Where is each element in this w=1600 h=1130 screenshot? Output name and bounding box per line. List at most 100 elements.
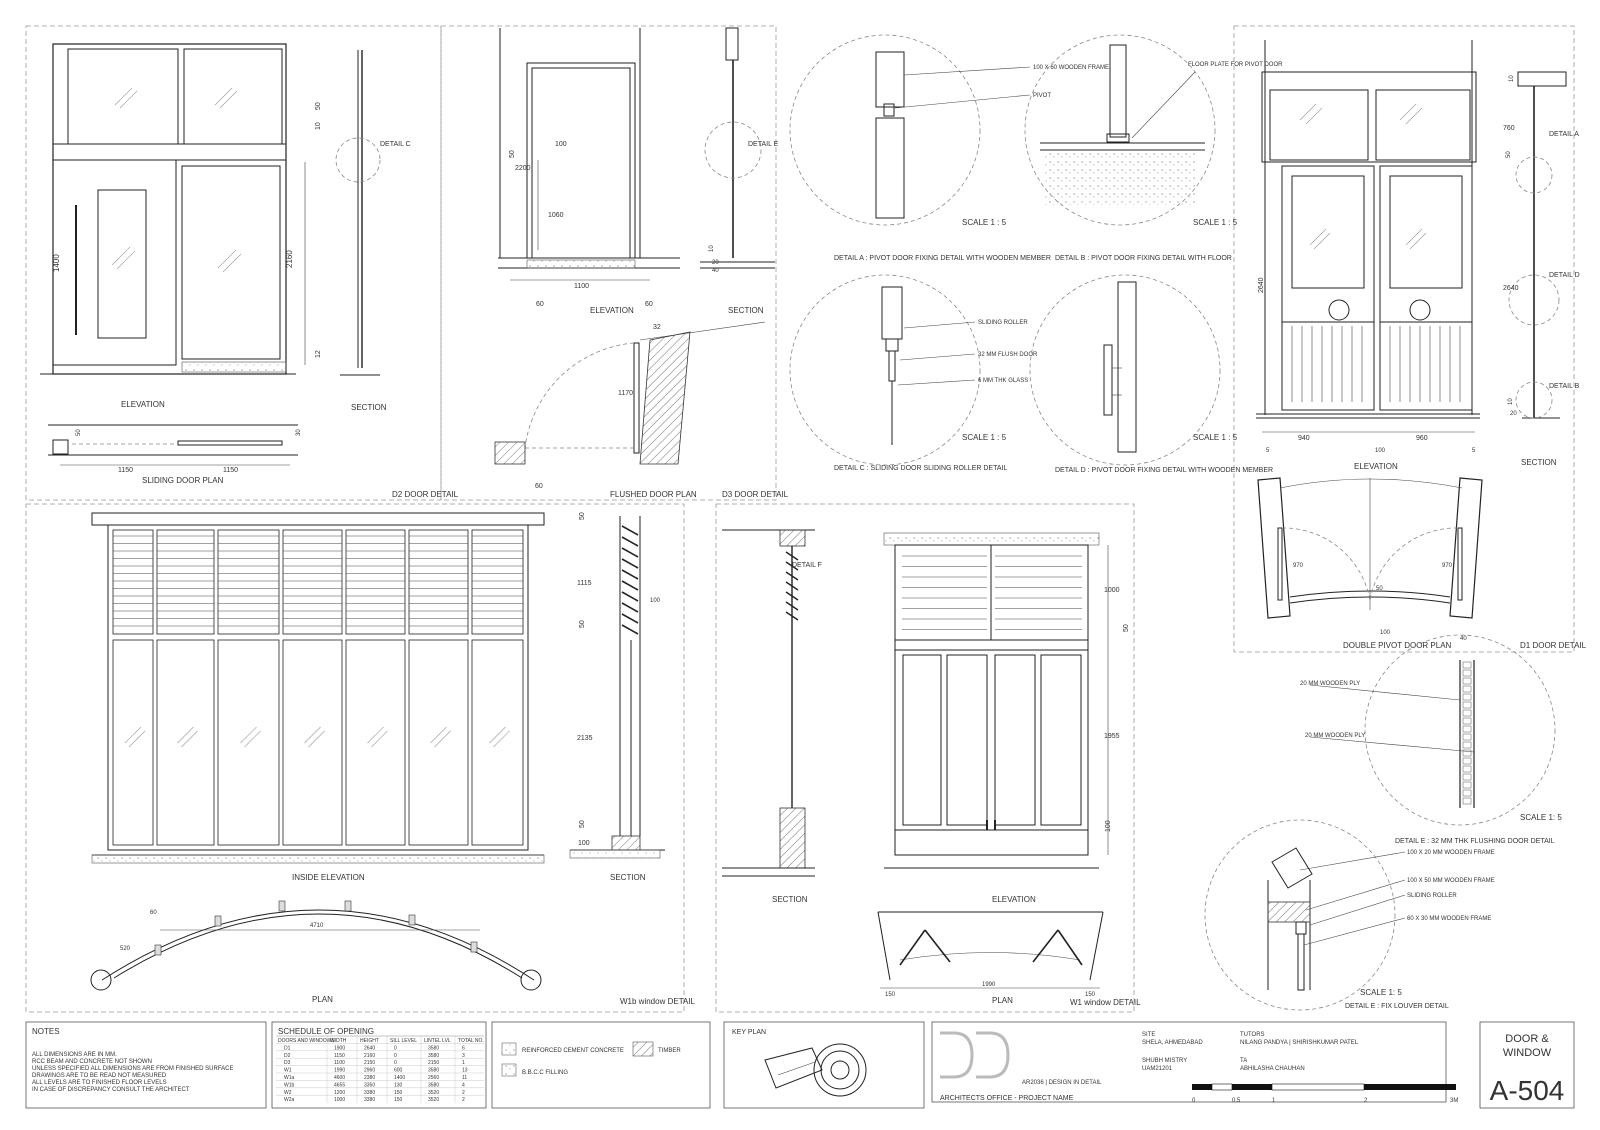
d2-dim-30: 30: [296, 429, 302, 436]
w1b-section-louver: [621, 602, 639, 613]
d3-section-drawing: [700, 27, 775, 269]
d2-panel-title: D2 DOOR DETAIL: [392, 490, 459, 499]
d1-plan-dim-970a: 970: [1293, 563, 1304, 569]
w1b-section-louver: [621, 591, 639, 602]
schedule-cell: 0: [394, 1053, 397, 1059]
notes-line-6: IN CASE OF DISCREPANCY CONSULT THE ARCHI…: [32, 1087, 190, 1093]
d1-plan-label: DOUBLE PIVOT DOOR PLAN: [1343, 641, 1452, 650]
w1b-section-louver: [621, 558, 639, 569]
schedule-cell: 11: [462, 1075, 467, 1081]
w1-plan-dim-150b: 150: [1085, 992, 1096, 998]
schedule-cell: 150: [394, 1090, 403, 1096]
w1b-louver-panel: [345, 529, 406, 635]
w1-dim-1955: 1955: [1104, 733, 1120, 740]
w1b-glass-mark: [177, 726, 194, 744]
w1b-glass-panel: [282, 639, 343, 846]
detail-a-note-pivot: PIVOT: [1033, 93, 1051, 99]
schedule-cell: 3: [462, 1053, 465, 1059]
w1b-glass-mark: [367, 726, 384, 744]
schedule-header-cell: DOORS AND WINDOWS: [278, 1038, 335, 1044]
schedule-cell: 3520: [428, 1097, 439, 1103]
notes-line-1: ALL DIMENSIONS ARE IN MM.: [32, 1052, 117, 1058]
w1b-elevation-drawing: [91, 512, 545, 864]
d3-elevation-label: ELEVATION: [590, 306, 634, 315]
schedule-cell: 2560: [428, 1075, 439, 1081]
schedule-cell: 4: [462, 1082, 465, 1088]
schedule-cell: 2150: [428, 1060, 439, 1066]
d3-dim-60a: 60: [536, 301, 544, 308]
detail-c-title: DETAIL C : SLIDING DOOR SLIDING ROLLER D…: [834, 465, 1007, 472]
w1b-dim-100: 100: [578, 840, 590, 847]
w1b-glass-panel: [345, 639, 406, 846]
d3-plan-label: FLUSHED DOOR PLAN: [610, 490, 697, 499]
schedule-cell: 3350: [364, 1082, 375, 1088]
d2-dim-50b: 50: [76, 429, 82, 436]
flush-core-block: [1462, 701, 1472, 709]
legend-timber: TIMBER: [658, 1048, 681, 1054]
w1b-louver-panel: [112, 529, 154, 635]
d1-plan-dim-50: 50: [1376, 586, 1383, 592]
schedule-cell: 1150: [334, 1053, 345, 1059]
w1b-dim-2135: 2135: [577, 735, 593, 742]
schedule-cell: 2640: [364, 1045, 375, 1051]
d1-dim-2640a: 2640: [1258, 277, 1265, 293]
schedule-cell: 150: [394, 1097, 403, 1103]
d2-dim-1400: 1400: [52, 254, 61, 272]
d1-dim-20: 20: [1510, 411, 1517, 417]
scale-bar: [1192, 1083, 1456, 1091]
detail-d-scale: SCALE 1 : 5: [1193, 433, 1238, 442]
schedule-cell: 1200: [334, 1090, 345, 1096]
w1b-section-drawing: [569, 516, 665, 859]
w1b-plan-joint: [344, 900, 352, 912]
w1-dim-100: 100: [1105, 820, 1112, 832]
panel-w1: [715, 503, 1135, 1013]
d1-dim-50: 50: [1506, 151, 1512, 158]
w1-dim-50: 50: [1123, 624, 1130, 632]
detail-louver-scale: SCALE 1: 5: [1360, 988, 1402, 997]
flush-core-block: [1462, 773, 1472, 781]
w1-section-louver: [785, 561, 799, 571]
w1b-plan-drawing: [90, 900, 542, 991]
w1b-section-louver: [621, 613, 639, 624]
w1b-louver-panel: [217, 529, 280, 635]
w1b-dim-4710: 4710: [310, 923, 324, 929]
schedule-cell: 13: [462, 1068, 468, 1074]
d3-panel-title: D3 DOOR DETAIL: [722, 490, 789, 499]
w1-elevation-label: ELEVATION: [992, 895, 1036, 904]
w1b-glass-panel: [408, 639, 469, 846]
w1b-dim-520: 520: [120, 946, 131, 952]
d3-dim-2200: 2200: [515, 165, 531, 172]
w1b-dim-100b: 100: [650, 598, 661, 604]
student-id: UAM21201: [1142, 1066, 1173, 1072]
flush-core-block: [1462, 757, 1472, 765]
w1-section-louver: [785, 571, 799, 581]
schedule-header-cell: SILL LEVEL: [390, 1038, 417, 1044]
schedule-cell: 0: [394, 1060, 397, 1066]
schedule-cell: W2a: [284, 1097, 295, 1103]
schedule-cell: 2: [462, 1097, 465, 1103]
w1b-dim-1115: 1115: [577, 580, 592, 587]
w1b-plan-joint: [278, 900, 286, 912]
schedule-cell: 2: [462, 1090, 465, 1096]
w1-section-drawing: [722, 529, 815, 877]
d2-section-label: SECTION: [351, 403, 387, 412]
schedule-cell: 2160: [364, 1053, 375, 1059]
w1b-section-label: SECTION: [610, 873, 646, 882]
site-value: SHELA, AHMEDABAD: [1142, 1040, 1203, 1046]
d3-dim-50: 50: [509, 150, 516, 158]
d1-plan-dim-40: 40: [1460, 636, 1467, 642]
d2-dim-10: 10: [315, 122, 322, 130]
notes-heading: NOTES: [32, 1027, 60, 1036]
detail-e-flush-drawing: [1309, 634, 1556, 826]
scale-tick-0: 0: [1192, 1098, 1196, 1104]
w1b-louver-panel: [282, 529, 343, 635]
schedule-cell: 600: [394, 1068, 403, 1074]
flush-core-block: [1462, 693, 1472, 701]
w1b-glass-panel: [156, 639, 215, 846]
w1b-glass-mark: [128, 730, 146, 748]
flush-core-block: [1462, 789, 1472, 797]
student-name: SHUBH MISTRY: [1142, 1058, 1187, 1064]
w1b-glass-mark: [493, 730, 510, 748]
